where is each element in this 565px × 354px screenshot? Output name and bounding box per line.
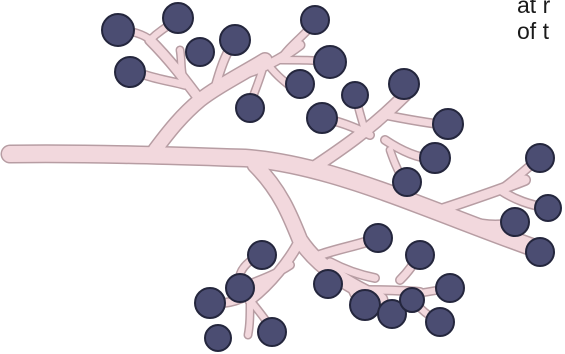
cluster-node — [205, 325, 231, 351]
cluster-node — [364, 224, 392, 252]
cluster-node — [102, 14, 134, 46]
cluster-node — [307, 103, 337, 133]
cluster-node — [420, 143, 450, 173]
cluster-node — [406, 241, 434, 269]
cluster-node — [350, 290, 380, 320]
cluster-node — [526, 238, 554, 266]
cluster-node — [314, 46, 346, 78]
cluster-node — [186, 38, 214, 66]
cluster-node — [115, 57, 145, 87]
cluster-node — [426, 308, 454, 336]
cluster-node — [220, 25, 250, 55]
cluster-node — [526, 144, 554, 172]
cluster-node — [342, 82, 368, 108]
caption-text-line-2: of t — [517, 20, 549, 43]
cluster-node — [400, 288, 424, 312]
cluster-node — [501, 208, 529, 236]
cluster-node — [163, 3, 193, 33]
cluster-node — [226, 274, 254, 302]
cluster-node — [301, 6, 329, 34]
cluster-node — [433, 109, 463, 139]
cluster-node — [389, 69, 419, 99]
cluster-node — [535, 195, 561, 221]
cluster-node — [248, 241, 276, 269]
cluster-node — [436, 274, 464, 302]
branch — [248, 300, 250, 335]
cluster-node — [393, 168, 421, 196]
branch-outline-layer — [10, 20, 548, 335]
cluster-node — [236, 94, 264, 122]
cluster-node — [314, 270, 342, 298]
caption-text-line-1: at r — [517, 0, 550, 17]
cluster-node — [195, 288, 225, 318]
branch-fill-layer — [10, 20, 548, 335]
cluster-node — [286, 70, 314, 98]
cluster-node — [258, 318, 286, 346]
